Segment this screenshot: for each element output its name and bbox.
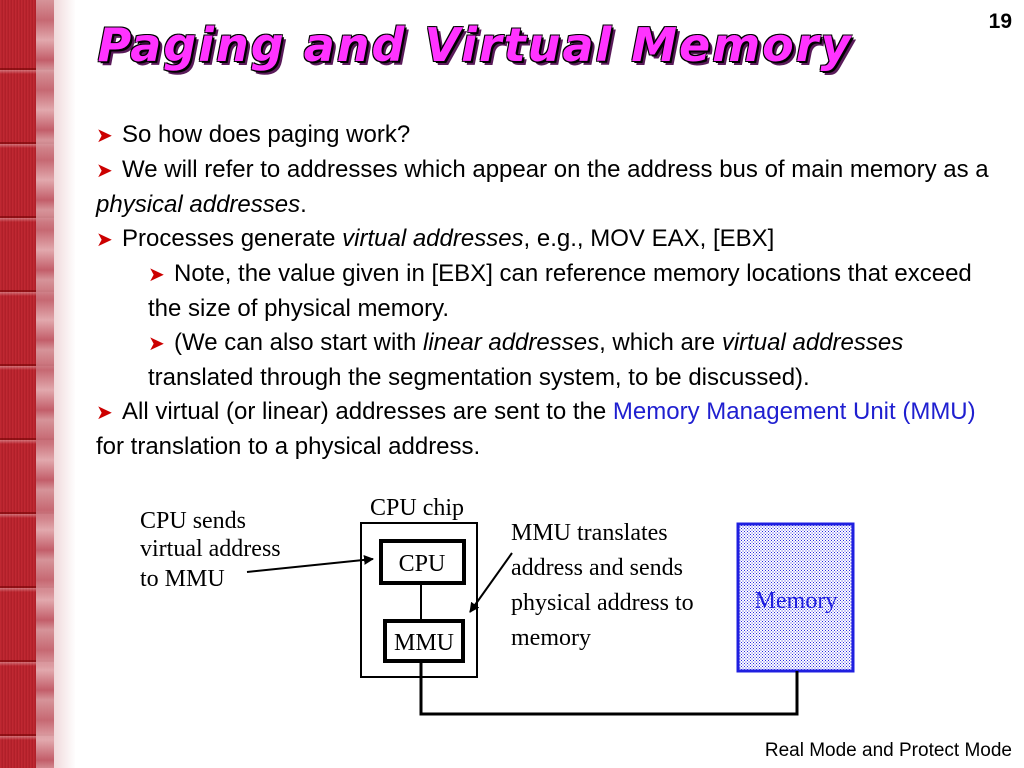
bullet-emphasis: virtual addresses — [721, 329, 904, 356]
bullet-item-4: ➤ All virtual (or linear) addresses are s… — [96, 395, 996, 464]
memory-box — [736, 522, 855, 673]
arrow-bullet-icon: ➤ — [96, 402, 113, 424]
page-number: 19 — [988, 10, 1012, 33]
mmu-link[interactable]: Memory Management Unit (MMU) — [612, 398, 976, 425]
bullet-text: , e.g., MOV EAX, [EBX] — [523, 225, 775, 252]
mmu-translates-line: physical address to — [511, 590, 694, 616]
bullet-item-3: ➤ Processes generate virtual addresses, e… — [96, 222, 996, 257]
slide-title: Paging and Virtual Memory — [97, 18, 853, 72]
bullet-emphasis: physical addresses — [96, 191, 301, 218]
bullet-text: Processes generate — [122, 225, 343, 252]
slide-footer: Real Mode and Protect Mode — [764, 740, 1012, 761]
side-bar-band — [36, 0, 54, 768]
bullet-text: We will refer to addresses which appear … — [122, 156, 989, 183]
cpu-sends-line: to MMU — [140, 566, 225, 592]
arrow-bullet-icon: ➤ — [148, 264, 165, 286]
bullet-item-2: ➤ We will refer to addresses which appear… — [96, 153, 996, 222]
arrow-bullet-icon: ➤ — [96, 160, 113, 182]
bullet-text: All virtual (or linear) addresses are se… — [122, 398, 613, 425]
virtual-address-arrow — [246, 554, 374, 573]
bullet-text: . — [300, 191, 307, 218]
mmu-translates-line: MMU translates — [511, 520, 668, 546]
cpu-sends-line: virtual address — [140, 536, 281, 562]
bullet-emphasis: virtual addresses — [342, 225, 524, 252]
side-bar-fade — [54, 0, 75, 768]
physical-address-bus — [419, 661, 799, 716]
cpu-box — [379, 539, 466, 585]
bullet-text: , which are — [599, 329, 722, 356]
mmu-translates-line: memory — [511, 625, 591, 651]
bullet-item-1: ➤ So how does paging work? — [96, 118, 996, 153]
decorative-side-bar — [0, 0, 75, 768]
sub-bullet-item-2: ➤ (We can also start with linear addresse… — [96, 326, 996, 395]
cpu-sends-line: CPU sends — [140, 508, 246, 534]
bullet-list: ➤ So how does paging work? ➤ We will refer… — [96, 118, 996, 464]
translate-arrow — [469, 552, 513, 613]
sub-bullet-item-1: ➤Note, the value given in [EBX] can refe… — [96, 257, 996, 326]
mmu-translates-label: MMU translates address and sends physica… — [511, 520, 694, 651]
bullet-text: translated through the segmentation syst… — [148, 364, 810, 391]
bullet-text: (We can also start with — [174, 329, 423, 356]
bullet-emphasis: linear addresses — [422, 329, 600, 356]
bullet-text: for translation to a physical address. — [96, 433, 481, 460]
cpu-sends-label: CPU sends virtual address to MMU — [140, 508, 281, 592]
slide-title-container: Paging and Virtual Memory — [0, 18, 950, 72]
mmu-label: MMU — [394, 630, 454, 656]
cpu-chip-label: CPU chip — [370, 495, 464, 521]
arrow-bullet-icon: ➤ — [96, 125, 113, 147]
mmu-box — [383, 619, 465, 663]
arrow-bullet-icon: ➤ — [96, 229, 113, 251]
bullet-text: Note, the value given in [EBX] can refer… — [148, 260, 972, 322]
arrow-bullet-icon: ➤ — [148, 333, 165, 355]
memory-label: Memory — [755, 588, 838, 614]
mmu-translates-line: address and sends — [511, 555, 683, 581]
cpu-chip-box — [360, 522, 478, 678]
bullet-text: So how does paging work? — [122, 121, 411, 148]
cpu-label: CPU — [399, 551, 446, 577]
